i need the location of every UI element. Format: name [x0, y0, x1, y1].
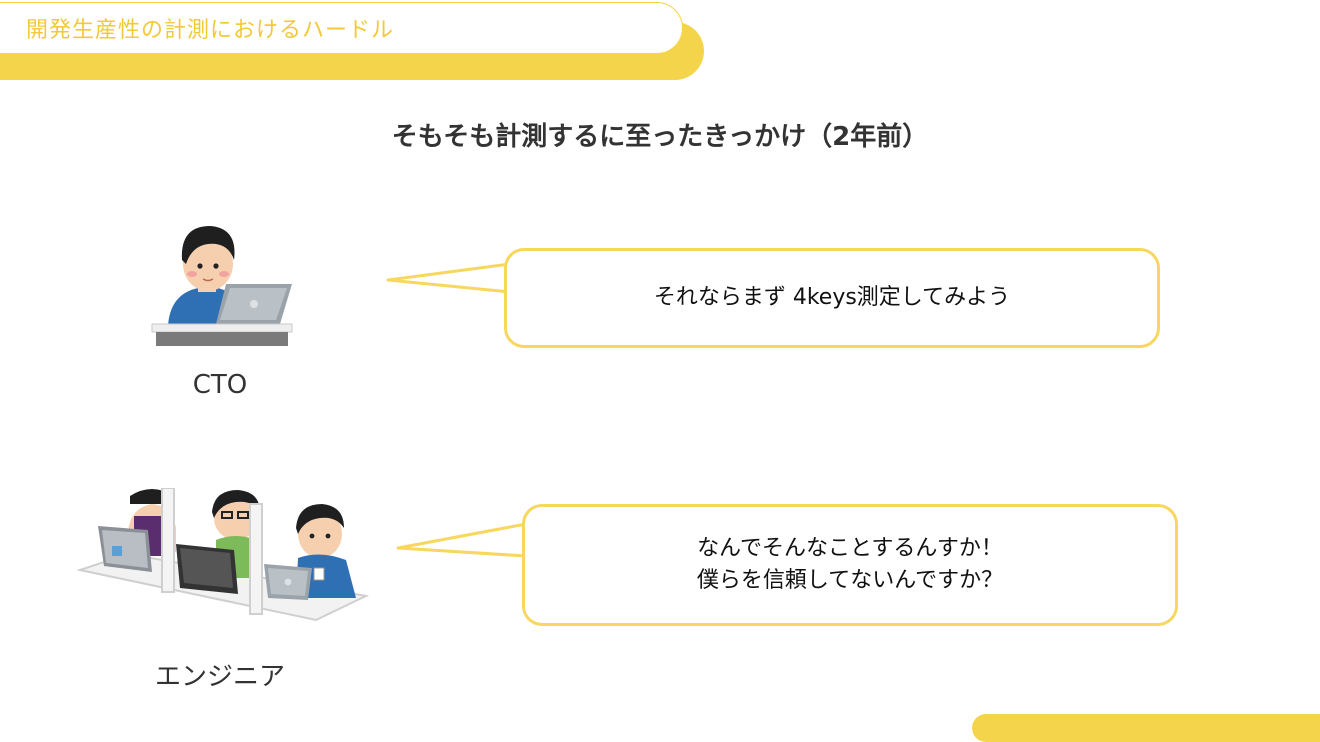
cto-illustration — [151, 226, 293, 346]
cto-label: CTO — [192, 370, 248, 400]
engineer-speech-tail — [396, 522, 528, 558]
engineer-speech-line-2: 僕らを信頼してないんですか？ — [696, 568, 1004, 593]
engineer-speech-bubble: なんでそんなことするんすか！ 僕らを信頼してないんですか？ — [522, 504, 1178, 626]
cto-speech-bubble: それならまず 4keys測定してみよう — [504, 248, 1160, 348]
footer-accent-bar — [972, 714, 1320, 742]
engineers-illustration — [76, 488, 370, 622]
header-title: 開発生産性の計測におけるハードル — [26, 18, 395, 43]
cto-speech-text: それならまず 4keys測定してみよう — [653, 285, 1011, 311]
engineer-label: エンジニア — [154, 662, 285, 692]
slide-title: そもそも計測するに至ったきっかけ（2年前） — [391, 122, 929, 152]
engineer-speech-line-1: なんでそんなことするんすか！ — [697, 536, 1003, 562]
header-tab — [0, 2, 683, 54]
cto-speech-tail — [386, 262, 512, 294]
